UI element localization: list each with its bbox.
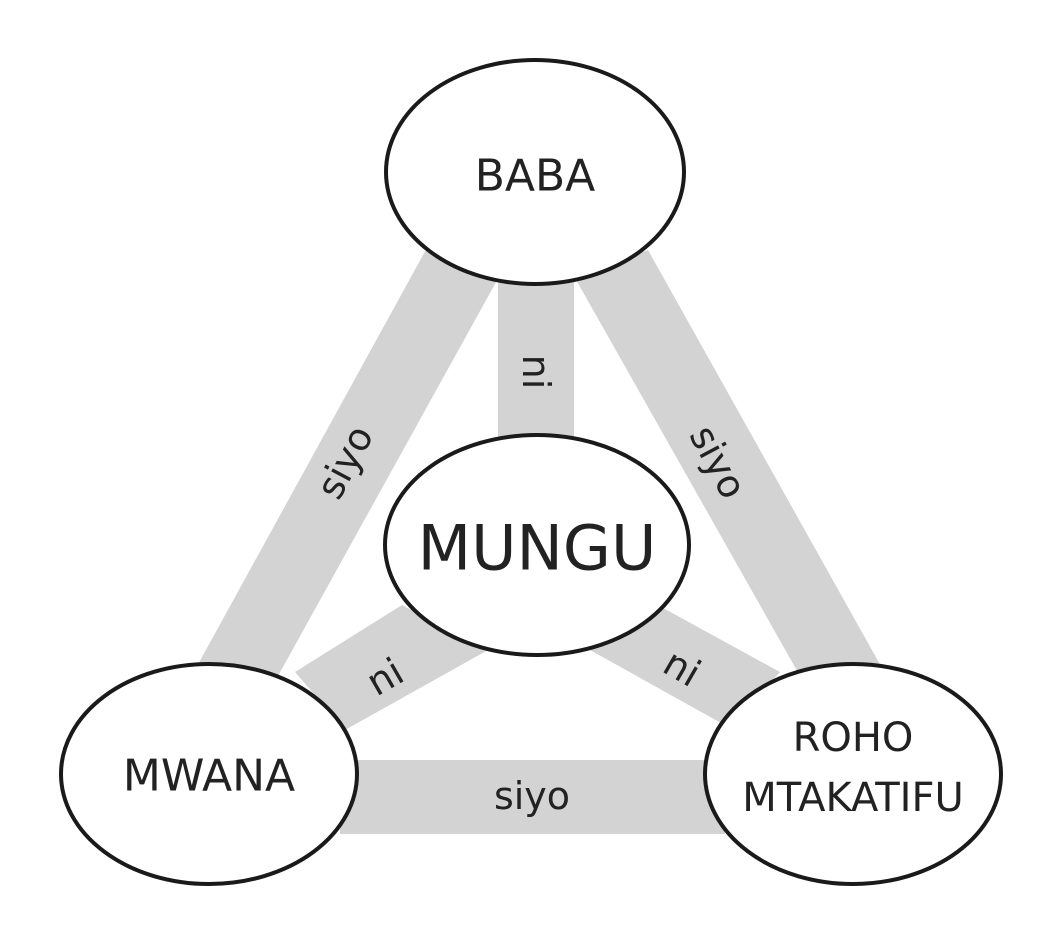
edge-baba-mungu-band — [498, 270, 574, 450]
node-label-roho-line1: ROHO — [793, 715, 914, 761]
edge-label-mwana-roho: siyo — [494, 774, 570, 818]
edge-label-baba-mungu: ni — [514, 355, 558, 390]
node-roho: ROHO MTAKATIFU — [703, 662, 1003, 886]
node-label-baba: BABA — [475, 151, 596, 202]
edge-baba-roho-band — [575, 250, 882, 676]
edge-mwana-mungu-band — [295, 605, 488, 730]
node-label-mwana: MWANA — [123, 751, 295, 802]
node-label-roho-line2: MTAKATIFU — [742, 775, 964, 821]
node-mungu: MUNGU — [383, 433, 691, 657]
node-label-mungu: MUNGU — [418, 512, 657, 585]
node-baba: BABA — [384, 58, 686, 286]
node-mwana: MWANA — [59, 662, 359, 886]
edge-baba-mwana-band — [196, 246, 500, 676]
edge-mwana-roho-band — [340, 760, 725, 834]
edge-roho-mungu-band — [590, 608, 780, 728]
